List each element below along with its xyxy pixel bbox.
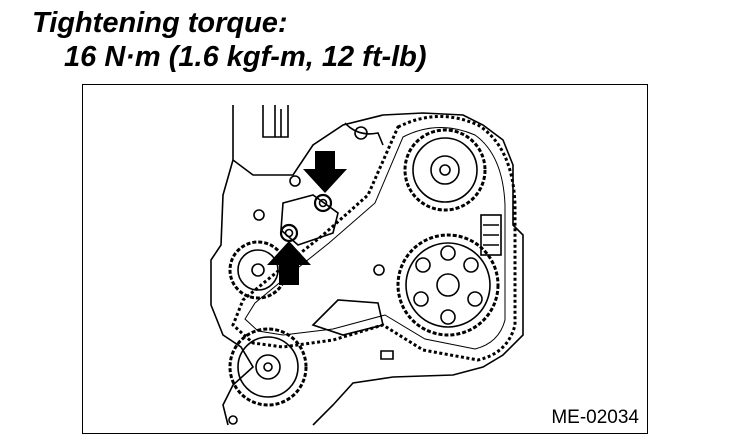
block-outline (232, 105, 524, 426)
chain-guide-inner (244, 126, 506, 350)
idler-gear-body (405, 242, 491, 328)
timing-chain (231, 115, 517, 362)
idler-hole (467, 291, 483, 307)
arrow-up-icon (267, 241, 311, 285)
timing-chain-drawing (210, 105, 524, 426)
idler-hole (463, 257, 479, 273)
lower-tab (380, 350, 394, 360)
left-sprocket-body (237, 249, 279, 291)
idler-hole (440, 309, 456, 325)
idler-hole (413, 291, 429, 307)
cam-sprocket-bolt (439, 164, 451, 176)
bracket-ribs (274, 105, 282, 137)
tensioner-lever (280, 194, 339, 246)
tensioner-body (480, 214, 502, 256)
upper-bolt-center (318, 198, 328, 208)
idler-gear-teeth (396, 233, 500, 337)
left-sprocket-hub (251, 263, 265, 277)
torque-value: 16 N·m (1.6 kgf-m, 12 ft-lb) (64, 41, 427, 73)
cam-sprocket-body (412, 137, 478, 203)
block-bolt (228, 415, 238, 425)
figure-code: ME-02034 (551, 407, 639, 428)
idler-hole (415, 257, 431, 273)
cam-sprocket-teeth (403, 128, 487, 212)
crank-sprocket-body (237, 336, 299, 398)
tensioner-lines (483, 224, 499, 246)
block-bolt (253, 209, 265, 221)
cover-lip (344, 122, 384, 146)
block-bolt (289, 175, 301, 187)
block-bolt (373, 264, 385, 276)
idler-gear-hub (436, 273, 460, 297)
crank-sprocket-teeth (228, 327, 308, 407)
arrow-down-icon (303, 151, 347, 193)
block-bolt (354, 126, 368, 140)
engine-timing-illustration: ME-02034 (82, 84, 648, 434)
crank-sprocket-hub (255, 354, 281, 380)
idler-hole (440, 245, 456, 261)
crank-sprocket-bolt (263, 362, 273, 372)
lower-guide (311, 299, 384, 336)
block-left-outline (210, 159, 255, 426)
upper-bolt (313, 193, 333, 213)
lower-bolt-center (284, 228, 294, 238)
cam-sprocket-hub (430, 155, 460, 185)
torque-heading: Tightening torque: 16 N·m (1.6 kgf-m, 12… (32, 6, 427, 74)
torque-label: Tightening torque: (32, 7, 288, 39)
